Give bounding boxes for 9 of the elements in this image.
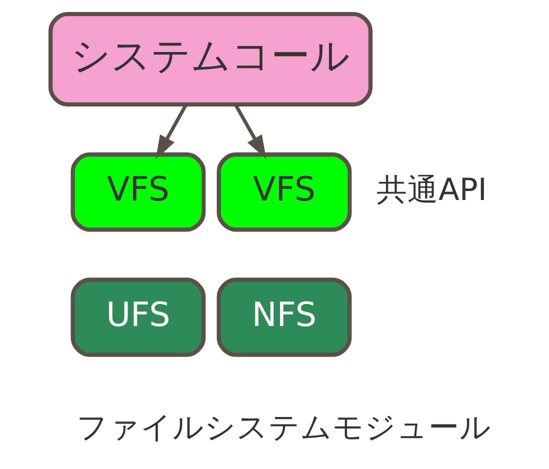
node-box: VFS bbox=[70, 152, 206, 232]
node-box: システムコール bbox=[48, 12, 373, 107]
node-box: NFS bbox=[216, 278, 352, 357]
arrow bbox=[156, 104, 188, 160]
node-box: VFS bbox=[216, 152, 352, 232]
label: 共通API bbox=[376, 172, 487, 208]
node-box: UFS bbox=[70, 278, 206, 357]
arrow bbox=[234, 104, 266, 160]
label: ファイルシステムモジュール bbox=[76, 410, 492, 446]
